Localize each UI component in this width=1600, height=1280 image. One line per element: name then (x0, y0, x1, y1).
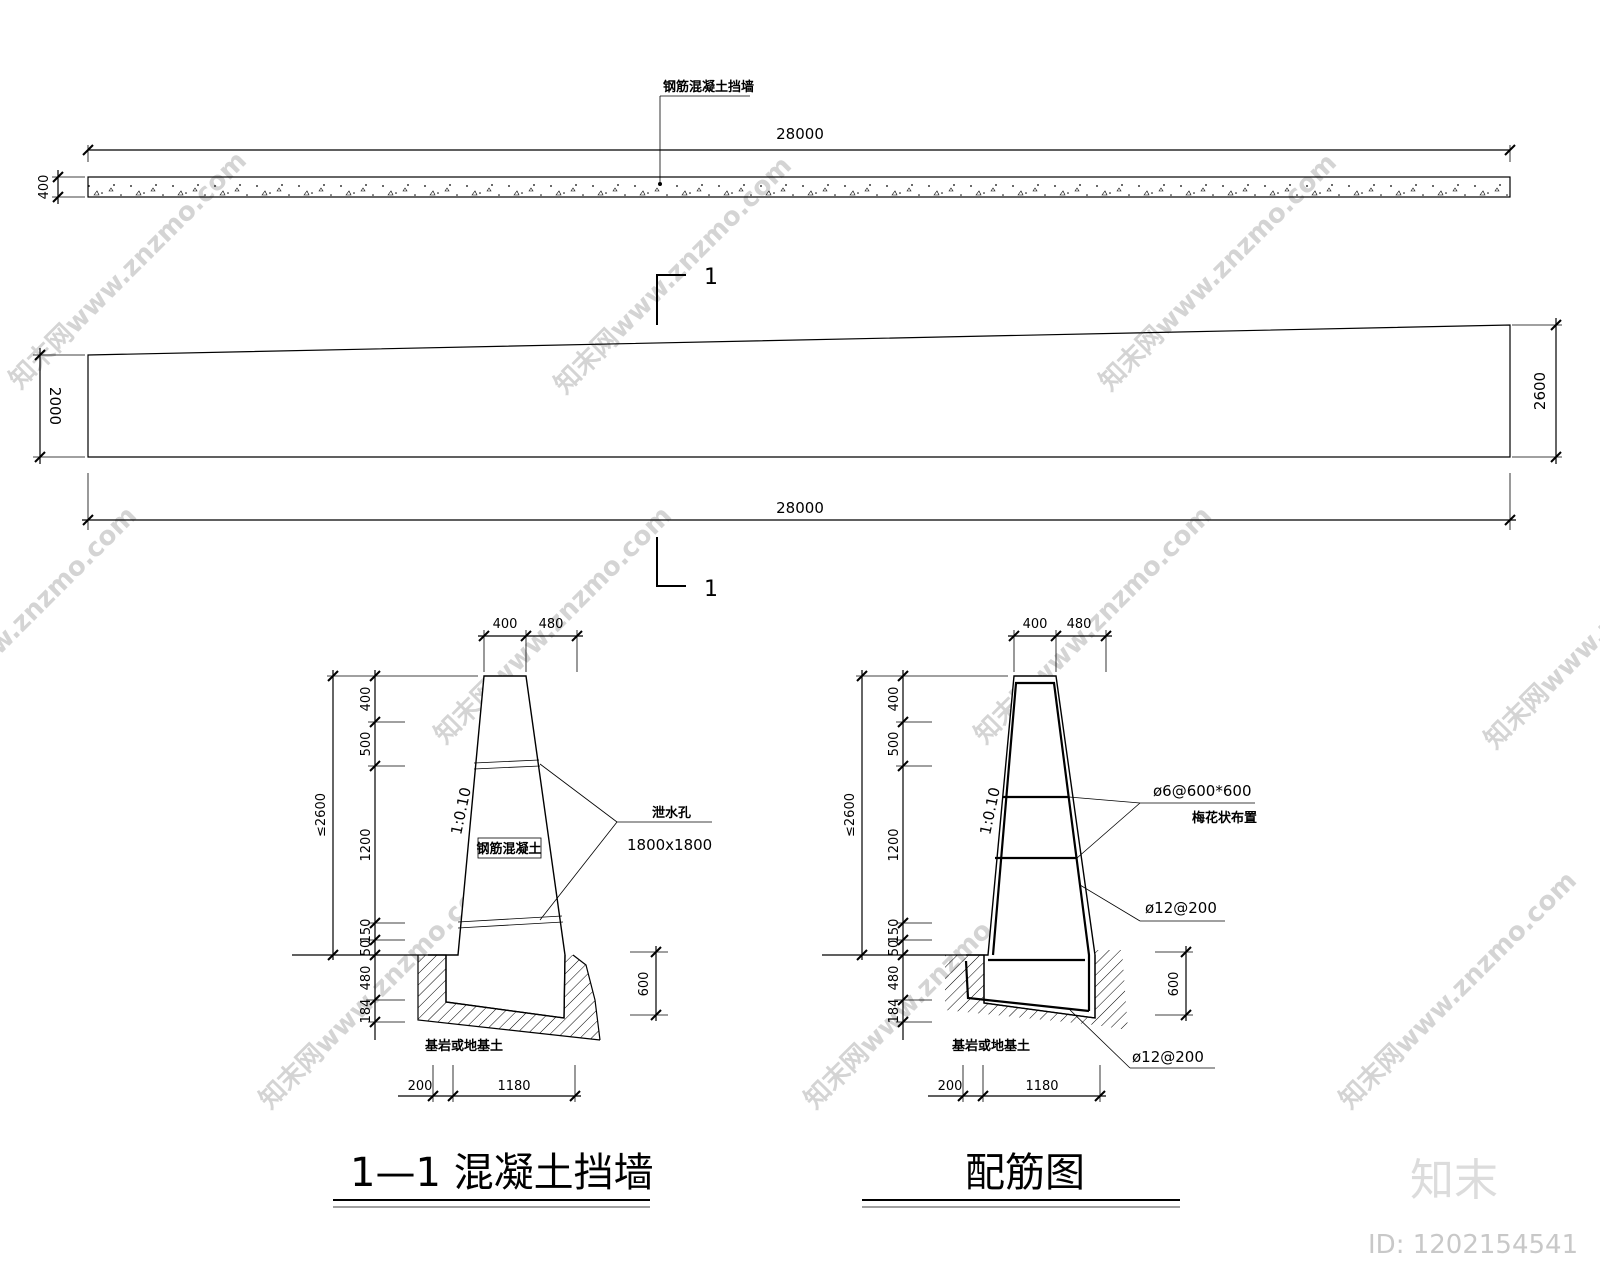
section-1-1: 泄水孔 1800x1800 钢筋混凝土 1:0.10 400 480 ≤2600 (292, 617, 712, 1208)
rebar-dim-v-4: 150 (887, 919, 902, 944)
section-bottom-dim-2: 1180 (497, 1079, 530, 1094)
section-dim-v-5: 50 (359, 940, 374, 957)
elevation-right-height: 2600 (1531, 372, 1549, 410)
section-dim-v-7: 184 (359, 999, 374, 1024)
section-dim-v-2: 500 (359, 732, 374, 757)
plan-wall-strip (87, 176, 1511, 198)
drain-hole-size: 1800x1800 (627, 836, 712, 854)
watermark-layer: 知末网www.znzmo.com 知末网www.znzmo.com 知末网www… (0, 146, 1600, 1115)
bar-label-1: ø12@200 (1145, 899, 1217, 917)
material-label: 钢筋混凝土 (476, 841, 541, 857)
section-dim-v-1: 400 (359, 687, 374, 712)
section-total-height: ≤2600 (314, 793, 329, 837)
plan-thickness-dim: 400 (37, 175, 52, 200)
plan-length-dim: 28000 (776, 125, 824, 143)
rebar-top-dim-2: 480 (1067, 617, 1092, 632)
rebar-dim-v-5: 50 (887, 940, 902, 957)
watermark-text: 知末网www.znzmo.com (1479, 506, 1600, 755)
watermark-text: 知末网www.znzmo.com (0, 501, 143, 750)
section-mark-label: 1 (704, 265, 718, 290)
bottom-rebar (964, 960, 1090, 1013)
plan-wall-label: 钢筋混凝土挡墙 (663, 79, 754, 95)
vertical-rebar (991, 681, 1091, 1011)
bar-label-2: ø12@200 (1132, 1048, 1204, 1066)
rebar-total-height: ≤2600 (843, 793, 858, 837)
watermark-text: 知末网www.znzmo.com (969, 501, 1218, 750)
rebar-title: 配筋图 (965, 1150, 1085, 1196)
elevation-left-height: 2000 (46, 387, 64, 425)
mesh-note: 梅花状布置 (1192, 810, 1257, 826)
image-id: ID: 1202154541 (1368, 1230, 1578, 1260)
section-top-dim-1: 400 (493, 617, 518, 632)
section-mark-label: 1 (704, 577, 718, 602)
elevation-view: 2000 2600 28000 1 1 (33, 265, 1562, 602)
rebar-dim-v-1: 400 (887, 687, 902, 712)
watermark-text: 知末网www.znzmo.com (1334, 866, 1583, 1115)
section-title: 1—1 混凝土挡墙 (350, 1150, 654, 1196)
rebar-bottom-dim-1: 200 (938, 1079, 963, 1094)
rebar-bottom-dim-2: 1180 (1025, 1079, 1058, 1094)
section-mark-bottom (656, 537, 686, 587)
section-dim-v-3: 1200 (359, 828, 374, 861)
rebar-dim-v-6: 480 (887, 966, 902, 991)
brand-logo: 知末 (1410, 1155, 1498, 1206)
rebar-dim-v-7: 184 (887, 999, 902, 1024)
section-dim-v-4: 150 (359, 919, 374, 944)
rebar-dim-v-2: 500 (887, 732, 902, 757)
rebar-drawing: ø6@600*600 梅花状布置 ø12@200 ø12@200 1:0.10 … (822, 617, 1257, 1208)
section-dim-v-6: 480 (359, 966, 374, 991)
section-ground-label: 基岩或地基土 (424, 1038, 503, 1054)
section-footing-dim: 600 (637, 972, 652, 997)
section-top-dim-2: 480 (539, 617, 564, 632)
rebar-footing-dim: 600 (1167, 972, 1182, 997)
elevation-wall-outline (87, 324, 1511, 458)
section-mark-top (656, 274, 686, 325)
section-bottom-dim-1: 200 (408, 1079, 433, 1094)
plan-view: 28000 400 钢筋混凝土挡墙 (37, 79, 1516, 204)
drain-hole-label: 泄水孔 (652, 805, 691, 821)
rebar-dim-v-3: 1200 (887, 828, 902, 861)
rebar-ground-label: 基岩或地基土 (951, 1038, 1030, 1054)
mesh-label: ø6@600*600 (1153, 782, 1251, 800)
elevation-length-dim: 28000 (776, 499, 824, 517)
rebar-top-dim-1: 400 (1023, 617, 1048, 632)
